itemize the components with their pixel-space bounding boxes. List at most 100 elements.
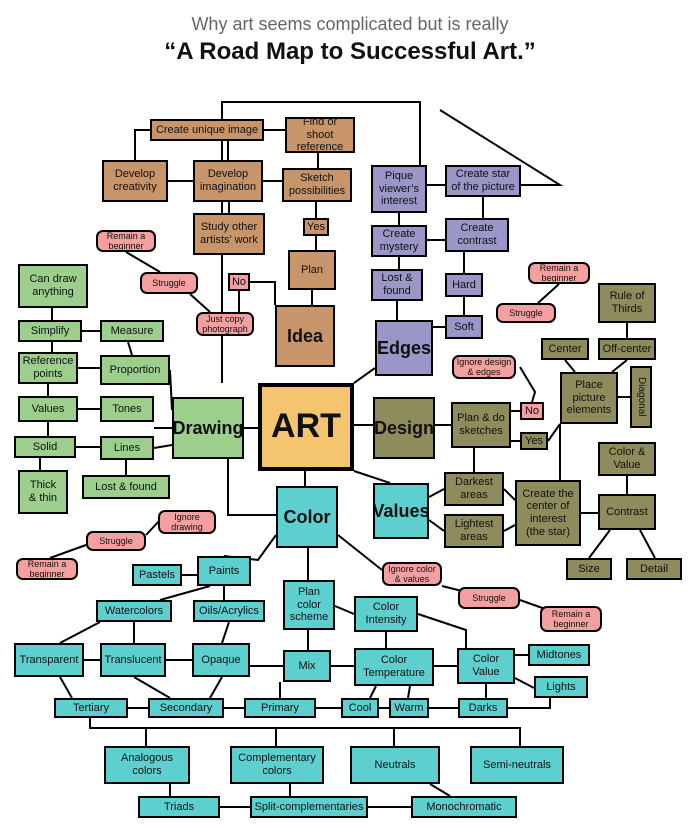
- node-place-picture: Place picture elements: [560, 372, 618, 424]
- node-pique: Pique viewer’s interest: [371, 165, 427, 213]
- connector-71: [159, 585, 211, 601]
- node-struggle-2: Struggle: [496, 303, 556, 323]
- node-develop-creativity: Develop creativity: [102, 160, 168, 202]
- node-color-temperature: Color Temperature: [354, 648, 434, 686]
- connector-26: [537, 283, 560, 304]
- node-size: Size: [566, 558, 612, 580]
- subtitle: Why art seems complicated but is really: [191, 14, 509, 34]
- connector-86: [417, 613, 467, 648]
- node-remain-beginner-4: Remain a beginner: [540, 606, 602, 632]
- node-rule-thirds: Rule of Thirds: [598, 283, 656, 323]
- connector-54: [153, 444, 173, 449]
- connector-24: [439, 109, 564, 186]
- connector-11: [250, 281, 276, 305]
- node-drawing: Drawing: [172, 397, 244, 459]
- connector-45: [588, 529, 611, 559]
- node-semi-neutrals: Semi-neutrals: [470, 746, 564, 784]
- node-neutrals: Neutrals: [350, 746, 440, 784]
- connector-14: [189, 293, 211, 313]
- node-pastels: Pastels: [132, 564, 182, 586]
- connector-40: [503, 524, 516, 532]
- connector-100: [407, 685, 411, 699]
- node-triads: Triads: [138, 796, 220, 818]
- connector-91: [133, 676, 171, 699]
- node-no-idea: No: [228, 273, 250, 291]
- node-warm: Warm: [389, 698, 429, 718]
- node-create-contrast: Create contrast: [445, 218, 509, 252]
- node-plan-color-scheme: Plan color scheme: [283, 580, 335, 630]
- node-yes-idea: Yes: [303, 218, 329, 236]
- node-struggle-4: Struggle: [458, 587, 520, 609]
- node-create-star: Create star of the picture: [445, 165, 521, 197]
- connector-51: [227, 459, 276, 516]
- connector-39: [503, 488, 516, 501]
- node-struggle-1: Struggle: [140, 272, 198, 294]
- page-title: “A Road Map to Successful Art.”: [164, 38, 536, 65]
- node-plan-idea: Plan: [288, 250, 336, 290]
- connector-66: [145, 519, 161, 536]
- node-secondary: Secondary: [148, 698, 224, 718]
- connector-103: [89, 718, 521, 746]
- connector-41: [428, 488, 445, 498]
- connector-53: [169, 369, 173, 411]
- node-solid: Solid: [14, 436, 76, 458]
- node-idea: Idea: [275, 305, 335, 367]
- node-remain-beginner-3: Remain a beginner: [16, 558, 78, 580]
- node-design: Design: [373, 397, 435, 459]
- connector-102: [508, 698, 551, 709]
- node-art: ART: [258, 383, 354, 471]
- connector-79: [334, 605, 355, 615]
- node-values-draw: Values: [18, 396, 78, 422]
- node-hard: Hard: [445, 273, 483, 297]
- connector-90: [59, 676, 73, 699]
- connector-87: [337, 534, 383, 571]
- connector-46: [639, 529, 656, 559]
- connector-84: [514, 677, 535, 689]
- node-simplify: Simplify: [18, 320, 82, 342]
- node-center: Center: [541, 338, 589, 360]
- node-edges: Edges: [375, 320, 433, 376]
- node-lightest-areas: Lightest areas: [444, 514, 504, 548]
- connector-49: [353, 470, 391, 484]
- node-tones: Tones: [100, 396, 154, 422]
- node-reference-points: Reference points: [18, 352, 78, 384]
- node-opaque: Opaque: [192, 643, 250, 677]
- node-midtones: Midtones: [528, 644, 590, 666]
- node-lost-found-draw: Lost & found: [82, 475, 170, 499]
- node-ignore-color: Ignore color & values: [382, 562, 442, 586]
- connector-109: [429, 783, 451, 797]
- node-soft: Soft: [445, 315, 483, 339]
- node-sketch-possibilities: Sketch possibilities: [282, 168, 352, 202]
- node-split-comp: Split-complementaries: [250, 796, 368, 818]
- node-remain-beginner-2: Remain a beginner: [528, 262, 590, 284]
- node-can-draw: Can draw anything: [18, 264, 88, 308]
- connector-27: [519, 366, 537, 403]
- node-create-mystery: Create mystery: [371, 225, 427, 257]
- node-struggle-3: Struggle: [86, 531, 146, 551]
- connector-36: [611, 359, 628, 373]
- connector-67: [49, 544, 87, 559]
- node-no-design: No: [520, 402, 544, 420]
- node-plan-sketches: Plan & do sketches: [451, 402, 511, 448]
- node-monochromatic: Monochromatic: [411, 796, 517, 818]
- node-transparent: Transparent: [14, 643, 84, 677]
- node-lost-found-edges: Lost & found: [371, 269, 423, 301]
- node-find-shoot: Find or shoot reference: [285, 117, 355, 153]
- connector-99: [369, 685, 377, 699]
- node-remain-beginner-1: Remain a beginner: [96, 230, 156, 252]
- node-color-value: Color & Value: [598, 442, 656, 476]
- node-tertiary: Tertiary: [54, 698, 128, 718]
- node-color-value-2: Color Value: [457, 648, 515, 684]
- node-cool: Cool: [341, 698, 379, 718]
- node-lines: Lines: [100, 436, 154, 460]
- node-values: Values: [373, 483, 429, 539]
- node-diagonal: Diagonal: [630, 366, 652, 428]
- node-just-copy: Just copy photograph: [196, 312, 254, 336]
- node-analogous: Analogous colors: [104, 746, 190, 784]
- connector-74: [221, 621, 230, 644]
- node-develop-imagination: Develop imagination: [193, 160, 263, 202]
- node-ignore-drawing: Ignore drawing: [158, 510, 216, 534]
- node-thick-thin: Thick & thin: [18, 470, 68, 514]
- node-mix: Mix: [283, 650, 331, 682]
